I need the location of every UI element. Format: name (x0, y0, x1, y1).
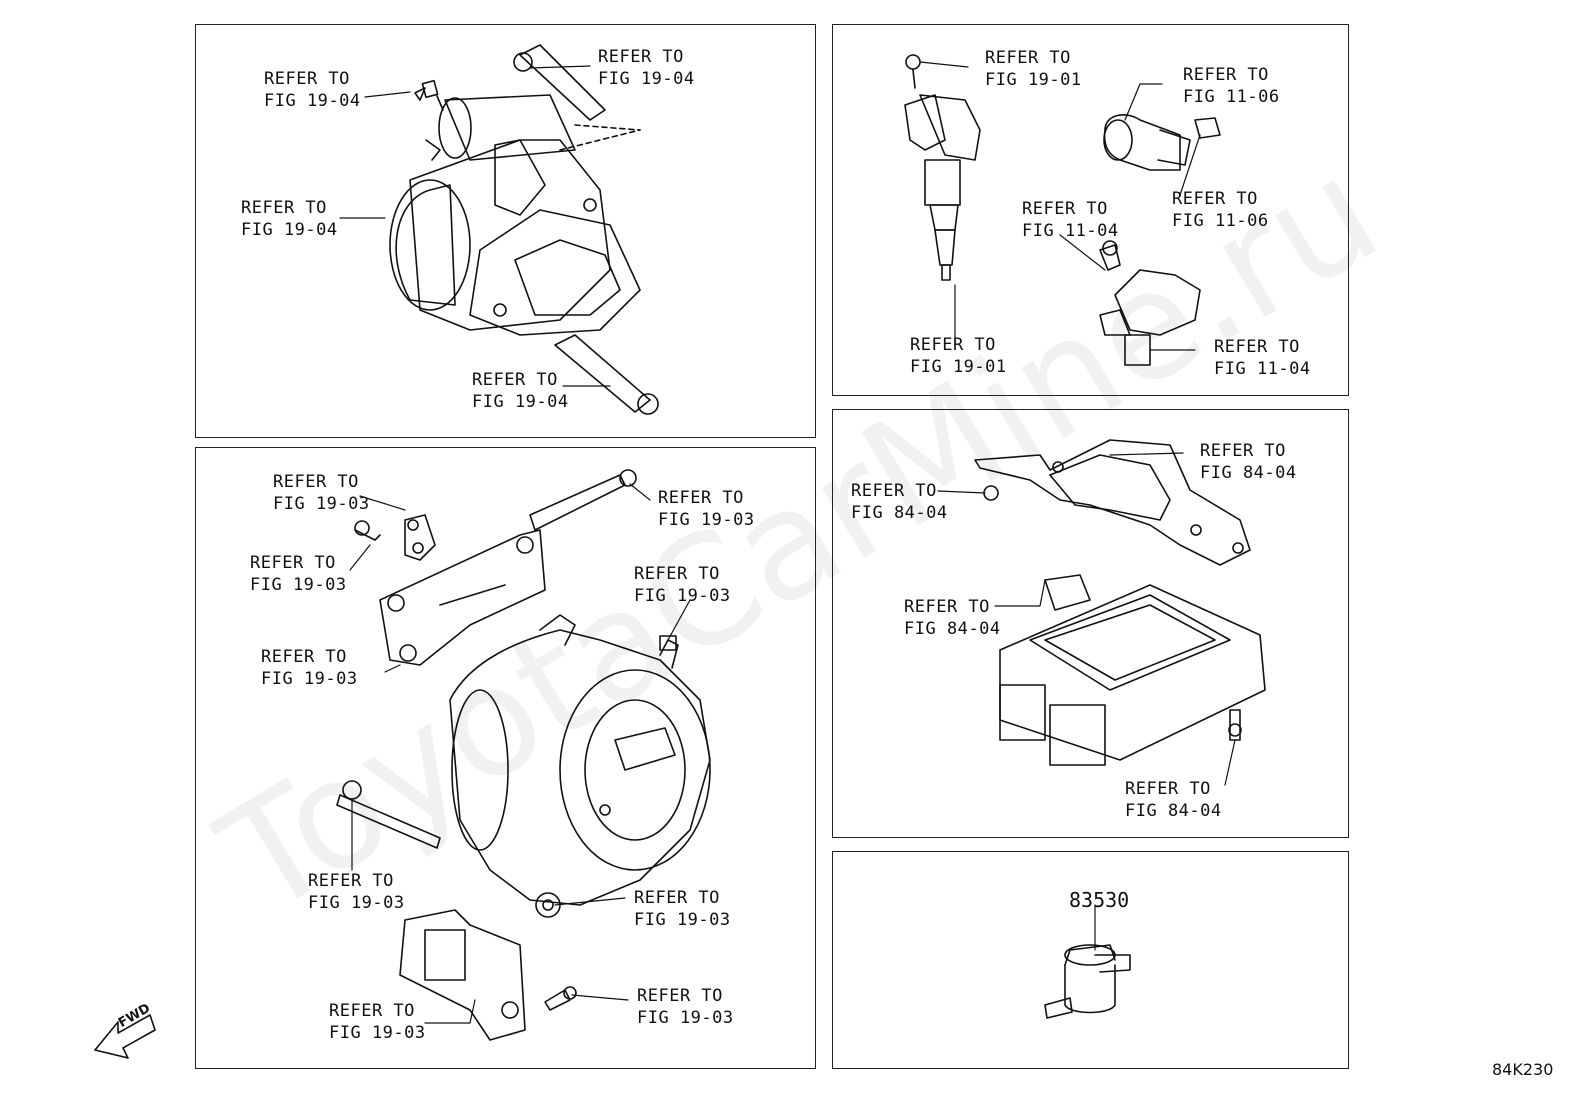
ign-ref-coil[interactable]: REFER TO FIG 19-01 (910, 335, 1007, 377)
ign-ref-crank-bolt[interactable]: REFER TO FIG 11-04 (1022, 199, 1119, 241)
alt-ref-small-bolt[interactable]: REFER TO FIG 19-03 (250, 553, 347, 595)
ignition-components (904, 54, 1221, 366)
ignition-panel (832, 24, 1349, 396)
alt-ref-mount[interactable]: REFER TO FIG 19-03 (329, 1001, 426, 1043)
starter-ref-bolt-bottom[interactable]: REFER TO FIG 19-04 (472, 370, 569, 412)
ign-ref-cam-bolt[interactable]: REFER TO FIG 11-06 (1172, 189, 1269, 231)
alt-ref-bracket[interactable]: REFER TO FIG 19-03 (261, 647, 358, 689)
ign-ref-cam-sensor[interactable]: REFER TO FIG 11-06 (1183, 65, 1280, 107)
part-number-83530[interactable]: 83530 (1069, 888, 1130, 912)
leader-lines (339, 61, 1236, 1024)
starter-ref-bolt-top[interactable]: REFER TO FIG 19-04 (598, 47, 695, 89)
switch-panel (832, 851, 1349, 1069)
alt-ref-alternator[interactable]: REFER TO FIG 19-03 (634, 888, 731, 930)
starter-ref-nut[interactable]: REFER TO FIG 19-04 (264, 69, 361, 111)
ign-ref-coil-bolt[interactable]: REFER TO FIG 19-01 (985, 48, 1082, 90)
ecu-ref-nut[interactable]: REFER TO FIG 84-04 (851, 481, 948, 523)
ign-ref-crank-sensor[interactable]: REFER TO FIG 11-04 (1214, 337, 1311, 379)
alt-ref-long-bolt[interactable]: REFER TO FIG 19-03 (658, 488, 755, 530)
ecu-assembly (974, 439, 1266, 766)
alt-ref-plate[interactable]: REFER TO FIG 19-03 (273, 472, 370, 514)
alternator-assembly (336, 469, 711, 1041)
ecu-ref-cover[interactable]: REFER TO FIG 84-04 (1200, 441, 1297, 483)
oil-pressure-switch (1044, 944, 1131, 1019)
diagram-code: 84K230 (1492, 1060, 1554, 1079)
starter-motor (389, 44, 659, 415)
ecu-panel (832, 409, 1349, 838)
fwd-arrow-icon (94, 1014, 156, 1059)
ecu-ref-bolt[interactable]: REFER TO FIG 84-04 (1125, 779, 1222, 821)
alt-ref-mount-bolt[interactable]: REFER TO FIG 19-03 (637, 986, 734, 1028)
alt-ref-terminal[interactable]: REFER TO FIG 19-03 (634, 564, 731, 606)
alt-ref-pivot-bolt[interactable]: REFER TO FIG 19-03 (308, 871, 405, 913)
starter-ref-body[interactable]: REFER TO FIG 19-04 (241, 198, 338, 240)
starter-panel (195, 24, 816, 438)
alternator-panel (195, 447, 816, 1069)
ecu-ref-module[interactable]: REFER TO FIG 84-04 (904, 597, 1001, 639)
